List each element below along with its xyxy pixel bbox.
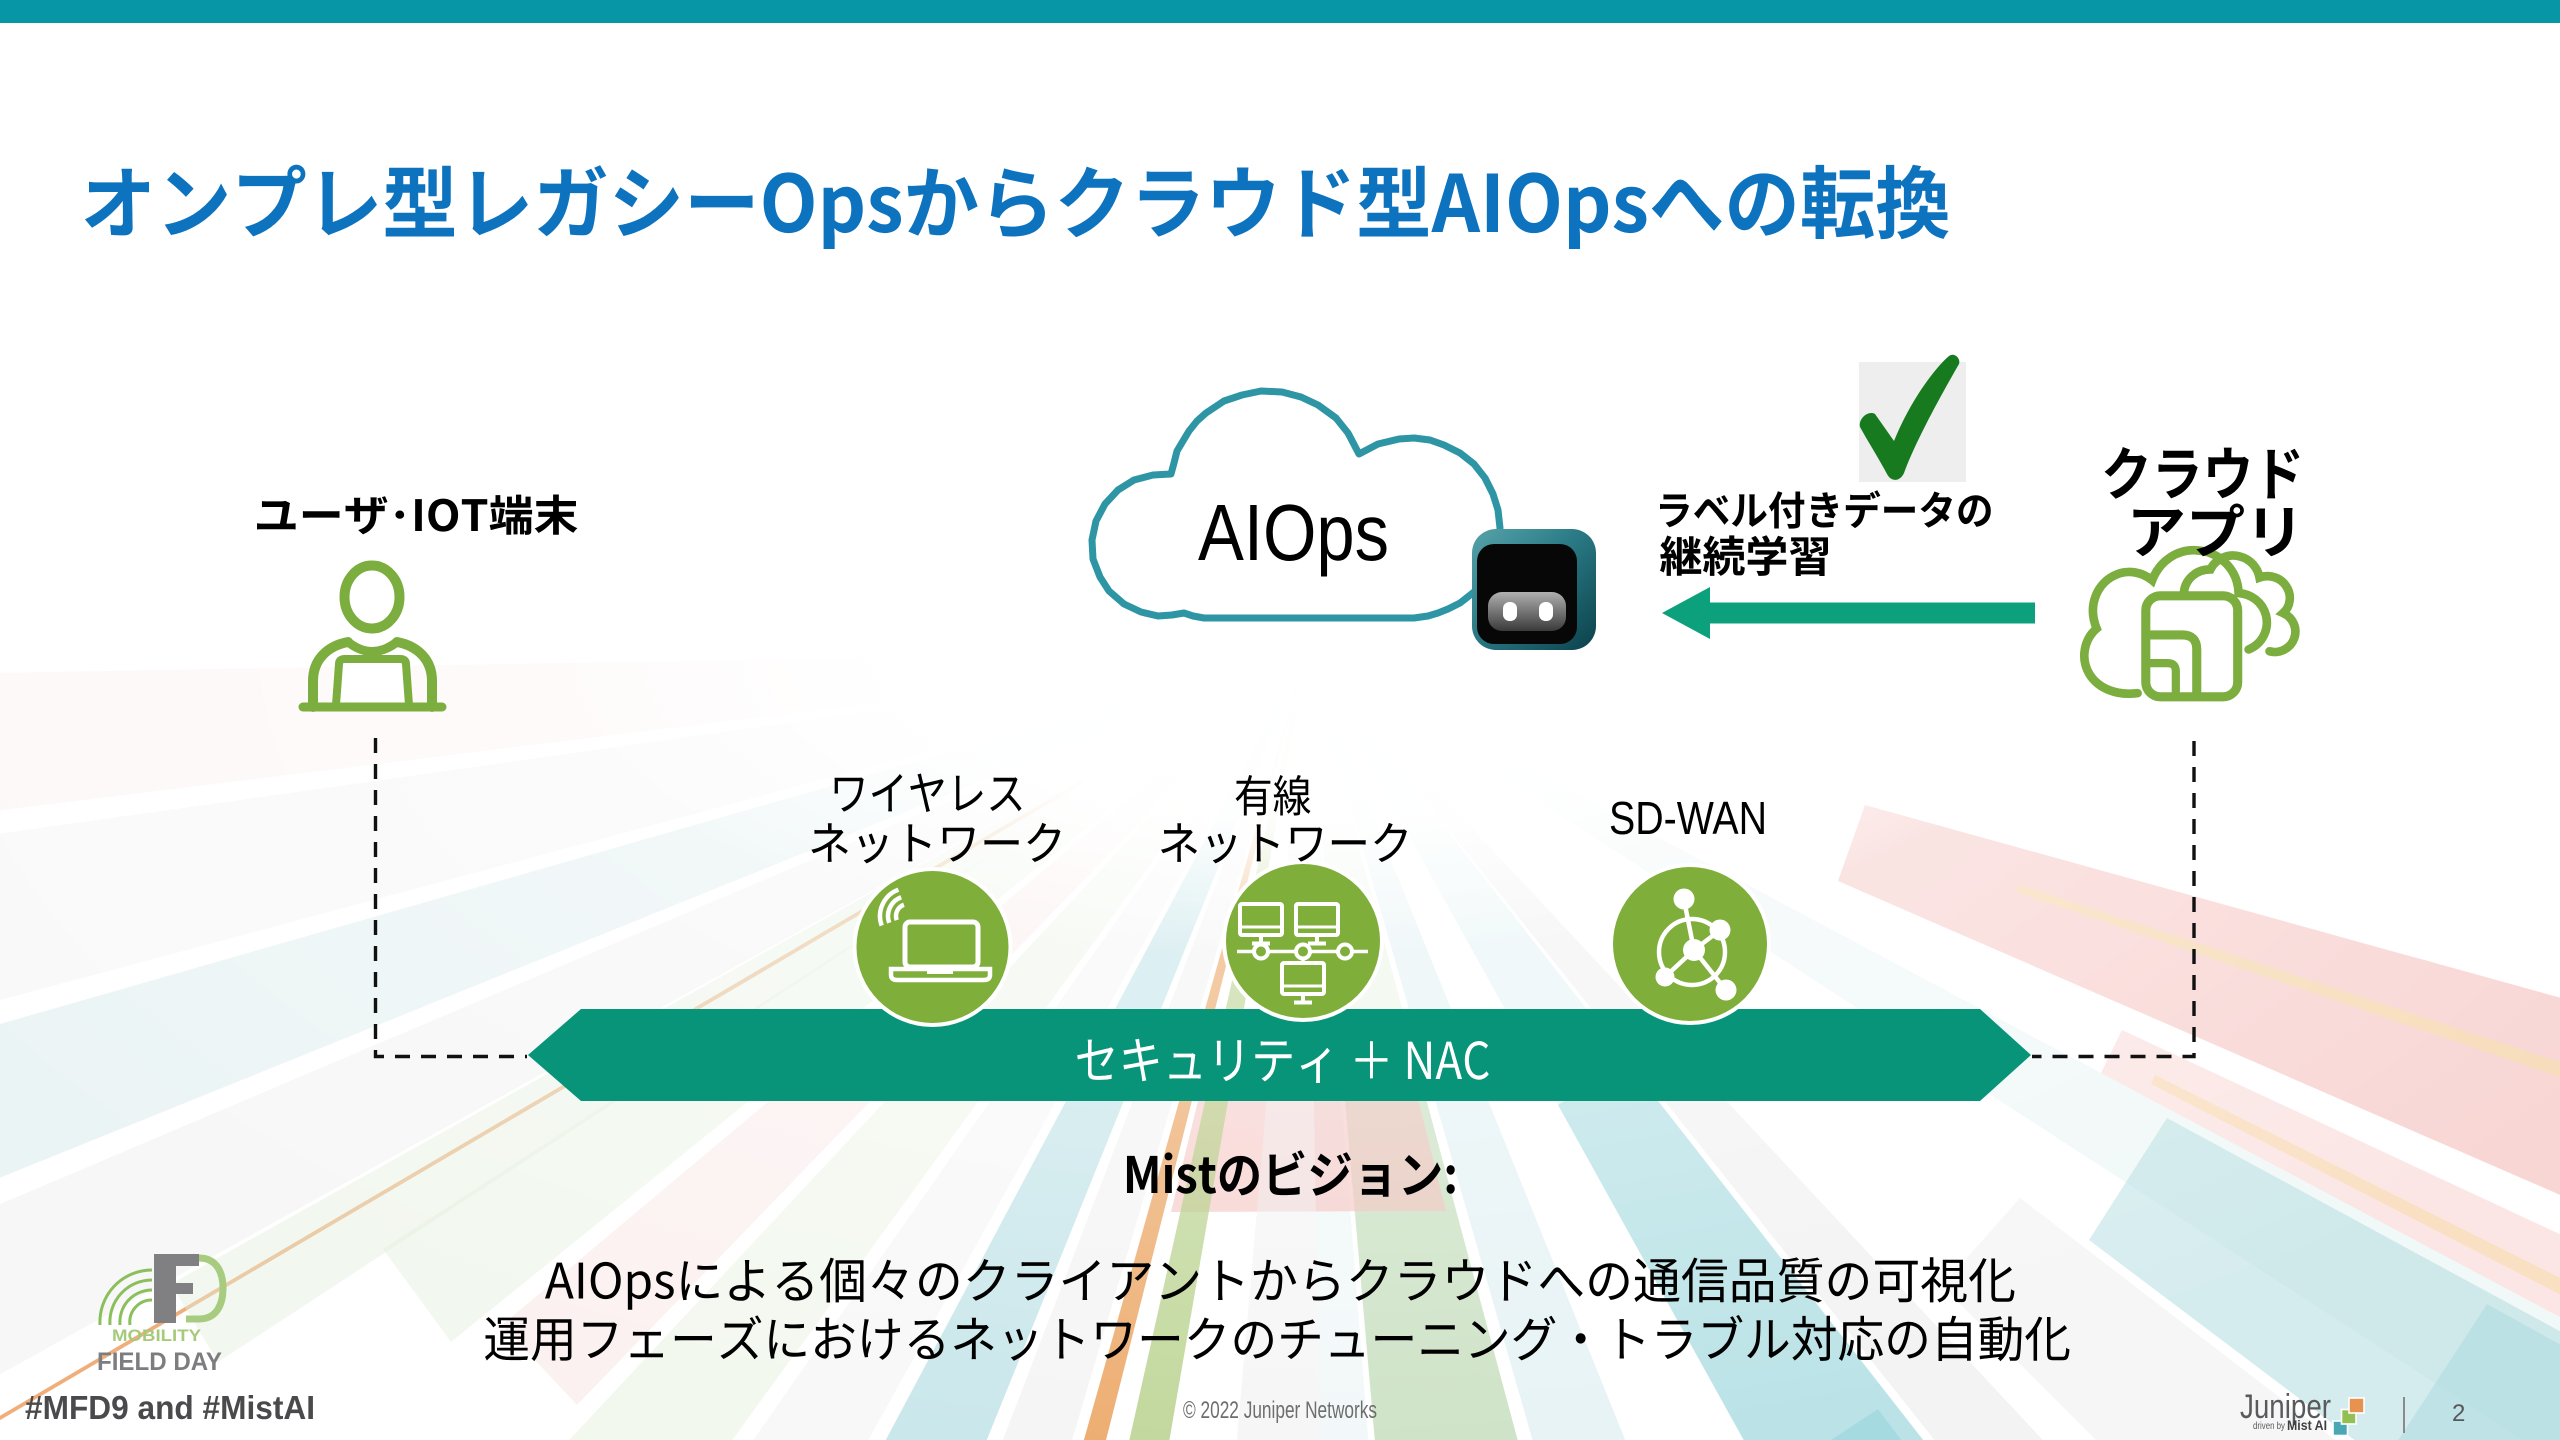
svg-text:© 2022 Juniper Networks: © 2022 Juniper Networks bbox=[1183, 1397, 1377, 1424]
svg-text:MOBILITY: MOBILITY bbox=[112, 1326, 202, 1345]
svg-text:AIOps: AIOps bbox=[1198, 488, 1389, 577]
svg-text:SD-WAN: SD-WAN bbox=[1609, 792, 1767, 844]
svg-text:FIELD DAY: FIELD DAY bbox=[97, 1348, 222, 1376]
svg-text:#MFD9 and #MistAI: #MFD9 and #MistAI bbox=[25, 1389, 315, 1426]
svg-text:Juniper: Juniper bbox=[2240, 1388, 2331, 1426]
svg-text:driven by: driven by bbox=[2253, 1421, 2285, 1432]
svg-text:Mist AI: Mist AI bbox=[2287, 1417, 2327, 1433]
